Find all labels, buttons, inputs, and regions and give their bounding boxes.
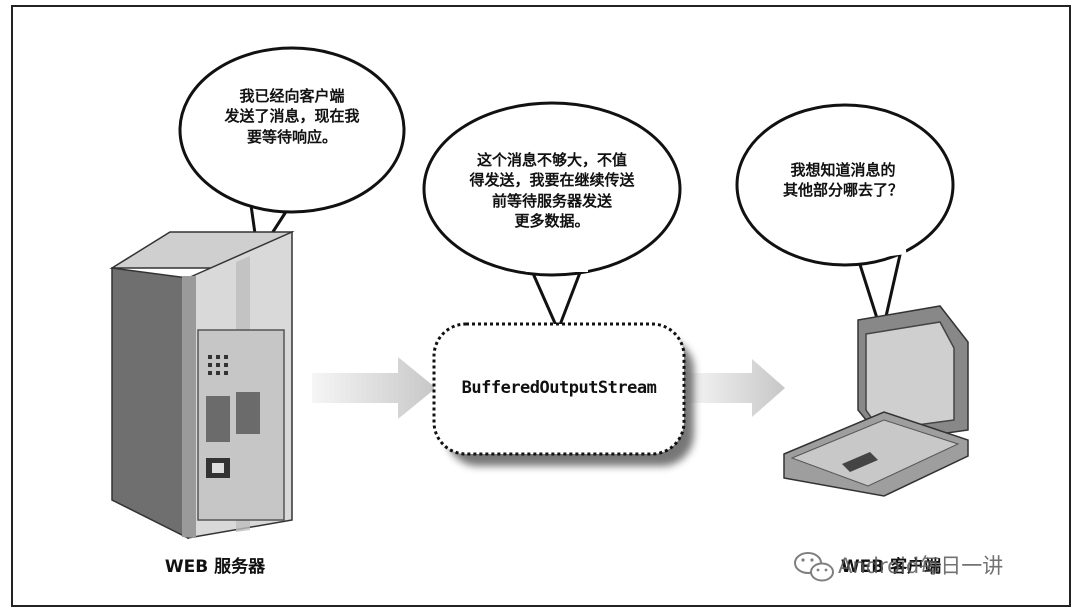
web-server-caption: WEB 服务器 <box>164 557 266 577</box>
bubble-line: 更多数据。 <box>514 211 590 230</box>
client-bubble-text: 我想知道消息的 其他部分哪去了？ <box>748 160 938 201</box>
arrow-server-to-stream <box>312 357 436 419</box>
stream-node-label: BufferedOutputStream <box>461 378 657 398</box>
buffered-output-stream-node <box>432 322 694 466</box>
server-bubble-text: 我已经向客户端 发送了消息，现在我 要等待响应。 <box>196 86 388 147</box>
web-client-caption: WEB 客户端 <box>840 557 942 577</box>
watermark-text: Android每日一讲 <box>838 554 1004 578</box>
client-speech-bubble <box>735 103 955 336</box>
stream-bubble-text: 这个消息不够大，不值 得发送，我要在继续传送 前等待服务器发送 更多数据。 <box>432 150 672 231</box>
bubble-line: 得发送，我要在继续传送 <box>469 171 635 190</box>
stream-speech-bubble <box>422 101 682 332</box>
web-client-laptop-illustration <box>783 305 969 497</box>
bubble-line: 前等待服务器发送 <box>491 191 612 210</box>
server-speech-bubble <box>178 46 406 257</box>
web-server-illustration <box>109 230 295 540</box>
bubble-line: 发送了消息，现在我 <box>224 107 360 126</box>
bubble-line: 这个消息不够大，不值 <box>476 151 627 169</box>
wechat-icon <box>794 552 834 582</box>
bubble-line: 我想知道消息的 <box>790 161 896 179</box>
arrow-stream-to-client <box>686 359 785 417</box>
bubble-line: 我已经向客户端 <box>239 87 345 105</box>
diagram-frame <box>11 5 1071 607</box>
bubble-line: 其他部分哪去了？ <box>782 181 903 200</box>
bubble-line: 要等待响应。 <box>246 127 337 146</box>
